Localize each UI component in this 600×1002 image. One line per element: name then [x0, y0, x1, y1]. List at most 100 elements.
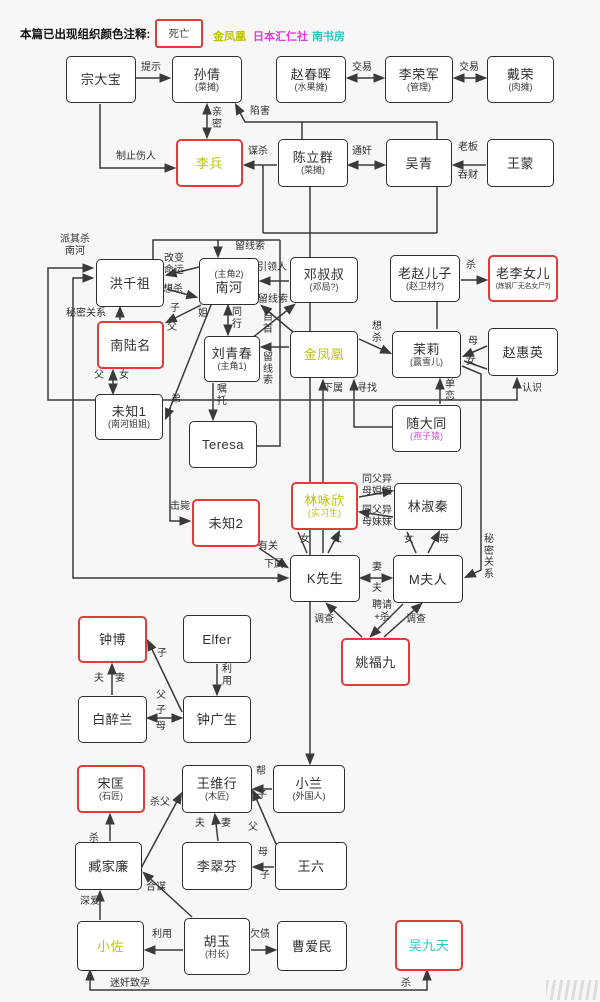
- xiashu-b-label: 下属: [264, 559, 284, 570]
- zhaochunhui-subtitle: (水果摊): [294, 81, 328, 92]
- xianhai-label: 陷害: [250, 106, 270, 117]
- fu2-b-label: 夫: [94, 673, 104, 684]
- fu-b-label: 父: [94, 370, 104, 381]
- lirongjun-name: 李荣军: [398, 66, 440, 82]
- xiashu-a-label: 下属: [323, 383, 343, 394]
- huyu-name: 胡玉: [203, 933, 231, 949]
- sunqian-name: 孙倩: [193, 66, 221, 82]
- laozhaoerzi-node: 老赵儿子(赵卫材?): [390, 255, 460, 302]
- sha-c-label: 杀: [401, 978, 411, 989]
- wangweixing-subtitle: (木匠): [205, 791, 229, 801]
- linyongxin-name: 林咏欣: [304, 493, 345, 508]
- elfer-node: Elfer: [183, 615, 251, 663]
- legend-org-huirenshe: 日本汇仁社: [253, 31, 308, 43]
- liuxiansuo-b-label: 留线索: [258, 294, 288, 305]
- elfer-name: Elfer: [202, 631, 232, 647]
- linshuqin-node: 林淑秦: [394, 483, 462, 530]
- laozhaoerzi-name: 老赵儿子: [397, 265, 452, 281]
- jiaoyi-1-label: 交易: [352, 62, 372, 73]
- songkuang-subtitle: (石匠): [99, 791, 123, 801]
- nanluming-name: 南陆名: [110, 337, 151, 353]
- diaocha-a-label: 调查: [314, 614, 334, 625]
- zhongbo-node: 钟博: [78, 616, 147, 663]
- shenai-label: 深爱: [80, 896, 100, 907]
- dengshushu-name: 邓叔叔: [303, 267, 345, 282]
- liuxiansuo-a-label: 留线索: [235, 241, 265, 252]
- wangweixing-node: 王维行(木匠): [182, 765, 252, 813]
- shafu-label: 杀父: [150, 797, 170, 808]
- xiangsha-b-label: 想杀: [372, 321, 382, 344]
- watermark: [546, 980, 598, 1000]
- jibi-label: 击毙: [170, 501, 190, 512]
- nv-b-label: 女: [119, 370, 129, 381]
- dairong-node: 戴荣(肉摊): [487, 56, 554, 103]
- hongqianzu-node: 洪千祖: [96, 259, 164, 307]
- chenliqun-node: 陈立群(菜摊): [278, 139, 348, 187]
- weizhi1-node: 未知1(南河姐姐): [95, 394, 163, 440]
- zhongguangsheng-name: 钟广生: [196, 712, 238, 727]
- linshuqin-name: 林淑秦: [407, 499, 449, 514]
- zishou-label: 自首: [263, 312, 273, 335]
- liuqingchun-node: 刘青春(主角1): [204, 336, 260, 382]
- mijianzhiyun-label: 迷奸致孕: [110, 978, 150, 989]
- weizhi2-node: 未知2: [192, 499, 260, 547]
- nv-a-label: 女: [466, 356, 476, 367]
- yaofujiu-node: 姚福九: [341, 638, 410, 686]
- xiaozuo-node: 小佐: [77, 921, 144, 971]
- danlian-label: 单恋: [445, 379, 455, 402]
- nv-c-label: 女: [300, 534, 310, 545]
- fu-c-label: 父: [332, 534, 342, 545]
- zhaochunhui-name: 赵春晖: [290, 66, 332, 82]
- tongfuyimu-jiejie-label: 同父异 母姐姐: [362, 474, 392, 497]
- bang-label: 帮: [256, 766, 266, 777]
- zi-a-label: 子: [170, 303, 180, 314]
- weizhi1-subtitle: (南河姐姐): [108, 419, 150, 429]
- renshi-label: 认识: [522, 383, 542, 394]
- qianzhai-label: 欠债: [250, 929, 270, 940]
- laolinver-node: 老李女儿(炼钢厂无名女尸?): [488, 255, 558, 302]
- laoban-label: 老板: [458, 142, 478, 153]
- sha-a-label: 杀: [466, 260, 476, 271]
- xiangsha-a-label: 想杀: [163, 284, 183, 295]
- fu2-a-label: 夫: [372, 583, 382, 594]
- jinfenghuang-node: 金凤凰: [290, 331, 358, 378]
- huyu-node: 胡玉(村长): [184, 918, 250, 975]
- pinqing-sha-label: 聘请 +杀: [372, 600, 392, 623]
- jiaoyi-2-label: 交易: [459, 62, 479, 73]
- wujiutian-name: 吴九天: [408, 938, 450, 953]
- mimiguanxi-a-label: 秘密关系: [66, 308, 106, 319]
- laolinver-name: 老李女儿: [495, 265, 550, 281]
- youguan-label: 有关: [258, 541, 278, 552]
- xunzhao-label: 寻找: [357, 383, 377, 394]
- caoaimin-node: 曹爱民: [277, 921, 347, 971]
- songkuang-name: 宋匡: [97, 776, 125, 791]
- wujiutian-node: 吴九天: [395, 920, 463, 971]
- xiaozuo-name: 小佐: [96, 938, 124, 954]
- libing-name: 李兵: [195, 155, 223, 171]
- chenliqun-subtitle: (菜摊): [301, 165, 325, 175]
- mousha-label: 谋杀: [248, 146, 268, 157]
- teresa-name: Teresa: [201, 437, 245, 452]
- kxiansheng-node: K先生: [290, 555, 360, 602]
- wangweixing-name: 王维行: [196, 776, 238, 791]
- yaofujiu-name: 姚福九: [355, 654, 396, 670]
- mu-c-label: 母: [156, 721, 166, 732]
- wuqing-name: 吴青: [405, 155, 433, 171]
- suidatong-name: 随大同: [406, 415, 447, 431]
- liuqingchun-name: 刘青春: [211, 346, 253, 361]
- sunqian-node: 孙倩(菜摊): [172, 56, 242, 103]
- baizuilan-name: 白醉兰: [92, 712, 133, 727]
- zangjialian-name: 臧家廉: [88, 858, 129, 874]
- liuxiansuo-c-label: 留线索: [263, 352, 273, 386]
- legend-org-nanshufang: 南书房: [312, 31, 345, 43]
- fu-e-label: 父: [248, 822, 258, 833]
- qi-b-label: 妻: [115, 673, 125, 684]
- moli-node: 茉莉(赢雪儿): [392, 331, 461, 378]
- zhutuo-label: 嘱托: [217, 384, 227, 407]
- suidatong-node: 随大同(孢子猿): [392, 405, 461, 452]
- zhongbo-name: 钟博: [98, 632, 126, 647]
- linyongxin-node: 林咏欣(实习生): [291, 482, 358, 530]
- liuqingchun-subtitle: (主角1): [217, 361, 247, 371]
- zi-d-label: 子: [257, 790, 267, 801]
